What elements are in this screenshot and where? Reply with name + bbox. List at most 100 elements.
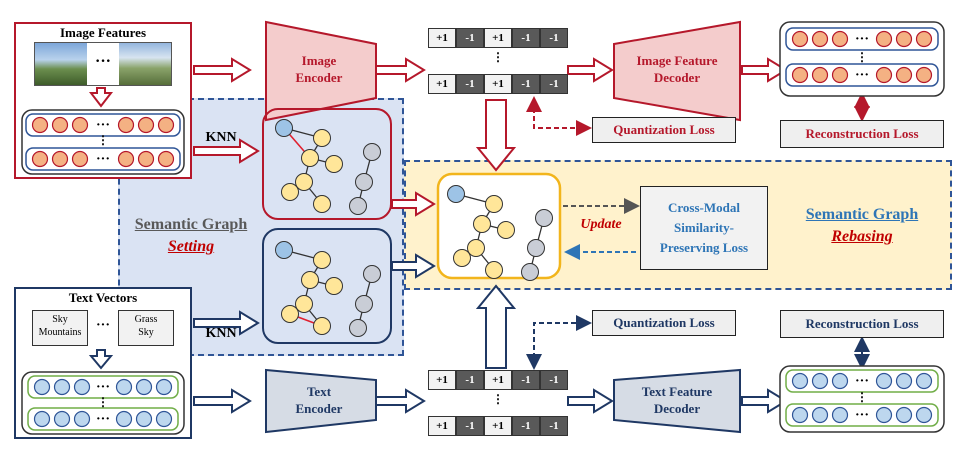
image-knn-graph [275, 119, 381, 215]
feature-node [117, 116, 135, 134]
graph-node [473, 215, 491, 233]
feature-node [135, 378, 153, 396]
feature-node [31, 150, 49, 168]
hash-bit: -1 [540, 416, 568, 436]
hash-bit: +1 [484, 370, 512, 390]
graph-node [313, 251, 331, 269]
graph-node [325, 155, 343, 173]
rebasing-title: Semantic Graph [805, 206, 919, 223]
graph-node [453, 249, 471, 267]
feature-node [875, 30, 893, 48]
feature-node [791, 406, 809, 424]
feature-node [73, 410, 91, 428]
feature-node [33, 410, 51, 428]
hash-bit: -1 [540, 74, 568, 94]
image-hash-code-row-2: +1-1+1-1-1 [428, 74, 568, 94]
graph-node [313, 195, 331, 213]
feature-node [811, 66, 829, 84]
setting-title: Semantic Graph [134, 216, 248, 233]
hash-bit: -1 [456, 28, 484, 48]
feature-node [53, 410, 71, 428]
arrow-image-decoder-to-output [741, 57, 788, 83]
feature-node [895, 372, 913, 390]
hash-bit: +1 [484, 74, 512, 94]
image-features-title: Image Features [59, 25, 147, 40]
feature-node [115, 378, 133, 396]
strip-ellipsis: ··· [96, 152, 110, 167]
hash-bit: -1 [512, 74, 540, 94]
arrow-image-strip-down [88, 87, 114, 108]
text-word-ellipsis: ··· [95, 318, 110, 333]
graph-node [295, 173, 313, 191]
graph-node [301, 271, 319, 289]
text-decoder-label: Text Feature Decoder [641, 384, 713, 416]
feature-node [895, 30, 913, 48]
thumbnail-ellipsis: ··· [94, 53, 111, 70]
knn-label-text: KNN [205, 326, 237, 341]
feature-node [157, 150, 175, 168]
hash-bit: -1 [456, 74, 484, 94]
feature-node [811, 372, 829, 390]
arrow-text-features-to-graph [193, 310, 260, 336]
arrow-text-strip-down [88, 349, 114, 370]
graph-node [295, 295, 313, 313]
feature-node [791, 372, 809, 390]
hash-bit: +1 [428, 74, 456, 94]
text-encoder-label: Text Encoder [295, 384, 343, 416]
feature-node [875, 406, 893, 424]
arrow-text-encoder-to-codes [375, 388, 426, 414]
strip-ellipsis: ··· [855, 68, 869, 83]
graph-node [349, 319, 367, 337]
image-decoder-shape [613, 20, 741, 122]
graph-node [447, 185, 465, 203]
hash-bit: +1 [428, 370, 456, 390]
feature-node [51, 150, 69, 168]
graph-node [313, 129, 331, 147]
text-word-1: Sky Mountains [38, 314, 82, 338]
image-quantization-loss-label: Quantization Loss [613, 122, 715, 137]
feature-node [811, 30, 829, 48]
graph-node [527, 239, 545, 257]
setting-subtitle: Setting [167, 238, 215, 255]
arrow-text-graph-to-merge [391, 253, 436, 279]
graph-node [497, 221, 515, 239]
feature-node [155, 378, 173, 396]
feature-node [915, 30, 933, 48]
strip-vertical-ellipsis: ⋮ [856, 390, 868, 404]
graph-node [467, 239, 485, 257]
hash-bit: -1 [512, 28, 540, 48]
text-hash-code-row-1: +1-1+1-1-1 [428, 370, 568, 390]
arrow-text-features-to-encoder [193, 388, 252, 414]
strip-ellipsis: ··· [855, 32, 869, 47]
strip-ellipsis: ··· [855, 408, 869, 423]
strip-ellipsis: ··· [96, 118, 110, 133]
feature-node [895, 406, 913, 424]
text-hash-code-row-2: +1-1+1-1-1 [428, 416, 568, 436]
hash-bit: +1 [484, 28, 512, 48]
graph-node [275, 241, 293, 259]
image-decoder-label: Image Feature Decoder [636, 53, 718, 85]
feature-node [915, 406, 933, 424]
hash-bit: -1 [512, 370, 540, 390]
arrow-image-codes-to-merge [475, 99, 517, 172]
feature-node [117, 150, 135, 168]
feature-node [137, 150, 155, 168]
graph-node [301, 149, 319, 167]
feature-node [71, 150, 89, 168]
graph-node [521, 263, 539, 281]
arrow-image-features-to-graph [193, 138, 260, 164]
feature-node [137, 116, 155, 134]
hash-bit: -1 [512, 416, 540, 436]
image-reconstruction-loss-label: Reconstruction Loss [805, 126, 919, 141]
hash-bit: -1 [456, 370, 484, 390]
graph-node [313, 317, 331, 335]
arrow-image-features-to-encoder [193, 57, 252, 83]
feature-node [51, 116, 69, 134]
arrow-text-decoder-to-output [741, 388, 788, 414]
text-word-box-2 [118, 310, 174, 346]
image-hash-code-row-1: +1-1+1-1-1 [428, 28, 568, 48]
text-word-2: Grass Sky [134, 314, 158, 338]
image-semantic-graph-box [262, 108, 392, 220]
graph-node [355, 295, 373, 313]
